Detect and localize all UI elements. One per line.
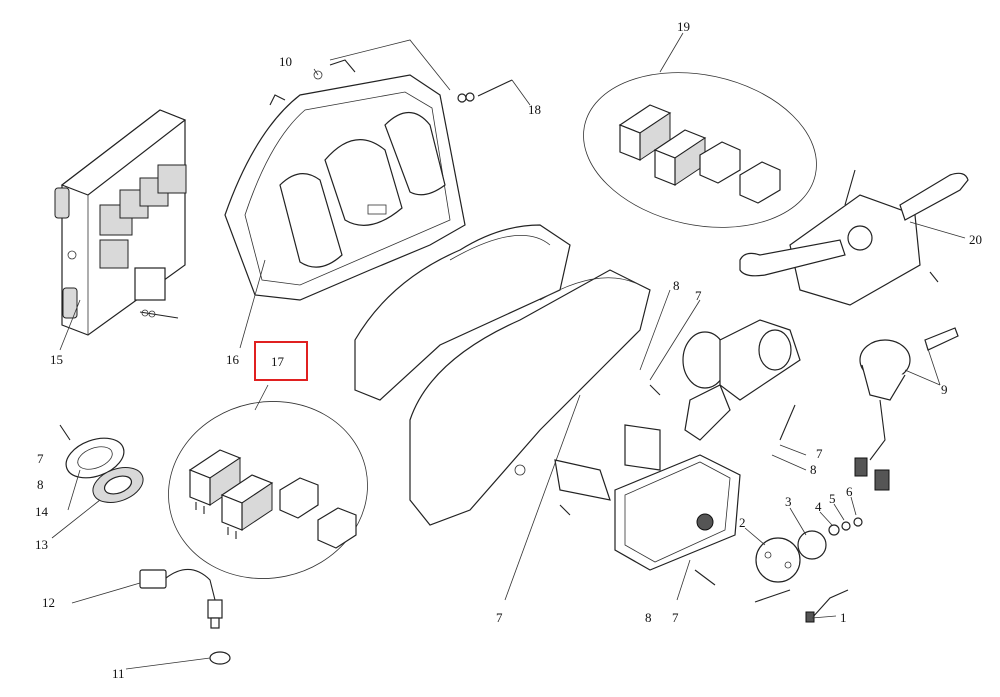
label-2: 2 [739, 515, 746, 530]
label-8-right: 8 [810, 462, 817, 477]
switch-group-17 [168, 401, 368, 579]
switch-group-19 [583, 72, 817, 228]
highlight-box-17 [254, 341, 308, 381]
label-6: 6 [846, 484, 853, 499]
label-9: 9 [941, 382, 948, 397]
ignition-lock-assembly [682, 319, 801, 441]
label-3: 3 [785, 494, 792, 509]
ignition-key-switch [854, 327, 959, 491]
hub-washer-set [754, 517, 863, 603]
label-18: 18 [528, 102, 541, 117]
label-8-left: 8 [37, 477, 44, 492]
label-1: 1 [840, 610, 847, 625]
instrument-cluster [224, 59, 466, 301]
label-7-bottom: 7 [496, 610, 503, 625]
leader-lines [51, 32, 966, 670]
label-17: 17 [271, 354, 285, 369]
label-5: 5 [829, 491, 836, 506]
label-15: 15 [50, 352, 63, 367]
fasteners [59, 79, 939, 586]
label-7-left: 7 [37, 451, 44, 466]
gasket-set [65, 437, 144, 503]
label-11: 11 [112, 666, 125, 681]
label-7-right: 7 [816, 446, 823, 461]
label-20: 20 [969, 232, 982, 247]
label-13: 13 [35, 537, 48, 552]
part-labels: 1 2 3 4 5 6 7 7 7 7 7 8 8 8 8 9 10 11 12… [35, 19, 982, 681]
label-8-bottom: 8 [645, 610, 652, 625]
combination-switch [739, 169, 969, 306]
label-14: 14 [35, 504, 49, 519]
label-7-bottom-right: 7 [672, 610, 679, 625]
steering-column-shroud [354, 224, 651, 526]
label-19: 19 [677, 19, 690, 34]
label-12: 12 [42, 595, 55, 610]
lower-switch-panel [554, 424, 741, 571]
label-10: 10 [279, 54, 292, 69]
label-4: 4 [815, 499, 822, 514]
pressure-sensor-harness [139, 568, 231, 665]
label-7-top-right: 7 [695, 288, 702, 303]
wire-piece [805, 589, 849, 623]
fuse-relay-box [54, 109, 187, 336]
label-16: 16 [226, 352, 240, 367]
label-8-top-right: 8 [673, 278, 680, 293]
